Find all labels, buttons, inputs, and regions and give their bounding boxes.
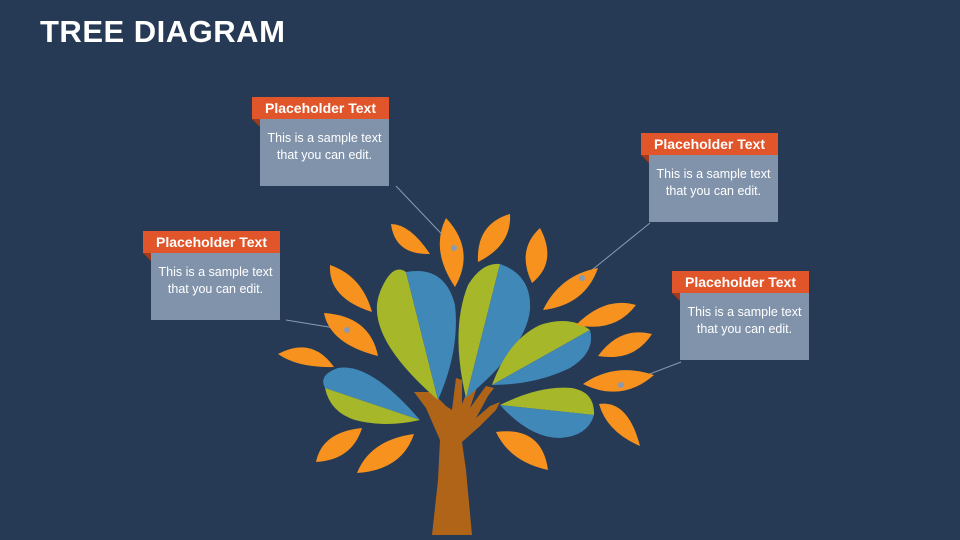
callout-fold bbox=[672, 293, 680, 301]
leaf-small-10 bbox=[496, 431, 548, 470]
callout-fold bbox=[143, 253, 151, 261]
leaf-large-mid-green bbox=[458, 263, 500, 398]
callout-text-line: This is a sample text bbox=[687, 305, 802, 319]
callout-text-line: This is a sample text bbox=[158, 265, 273, 279]
small-leaves bbox=[278, 214, 654, 473]
callout-body: This is a sample text that you can edit. bbox=[649, 155, 778, 222]
leaf-small-7 bbox=[598, 332, 652, 358]
callout-top-right[interactable]: Placeholder Text This is a sample text t… bbox=[641, 133, 778, 222]
leaf-large-right-green bbox=[492, 321, 590, 385]
callout-right[interactable]: Placeholder Text This is a sample text t… bbox=[672, 271, 809, 360]
callout-fold bbox=[641, 155, 649, 163]
callout-text-line: that you can edit. bbox=[167, 282, 264, 296]
callout-heading: Placeholder Text bbox=[672, 271, 809, 293]
callout-body: This is a sample text that you can edit. bbox=[680, 293, 809, 360]
callout-heading: Placeholder Text bbox=[641, 133, 778, 155]
leaf-small-9 bbox=[599, 403, 640, 446]
callout-text-line: This is a sample text bbox=[267, 131, 382, 145]
leaf-small-15 bbox=[357, 434, 414, 473]
callout-text-line: This is a sample text bbox=[656, 167, 771, 181]
leaf-large-lowleft-blue bbox=[323, 367, 420, 420]
leaf-small-1 bbox=[391, 224, 430, 255]
callout-text-line: that you can edit. bbox=[665, 184, 762, 198]
leaf-small-14 bbox=[316, 428, 362, 462]
callout-heading: Placeholder Text bbox=[143, 231, 280, 253]
leaf-small-12 bbox=[324, 313, 378, 356]
large-leaves bbox=[323, 263, 595, 438]
leaf-small-3 bbox=[477, 214, 511, 262]
callout-body: This is a sample text that you can edit. bbox=[260, 119, 389, 186]
tree-trunk bbox=[414, 378, 500, 535]
leaf-small-6 bbox=[576, 302, 636, 327]
callout-text-line: that you can edit. bbox=[696, 322, 793, 336]
callout-top-center[interactable]: Placeholder Text This is a sample text t… bbox=[252, 97, 389, 186]
leaf-small-8 bbox=[583, 370, 654, 392]
leaf-large-lowright-blue bbox=[500, 405, 594, 438]
leaf-large-right-blue bbox=[492, 330, 592, 385]
leaf-large-lowright-green bbox=[500, 387, 595, 415]
leaf-large-lowleft-green bbox=[325, 388, 420, 424]
leaf-small-2 bbox=[439, 218, 464, 287]
callout-left[interactable]: Placeholder Text This is a sample text t… bbox=[143, 231, 280, 320]
page-title: TREE DIAGRAM bbox=[40, 14, 286, 49]
callout-body: This is a sample text that you can edit. bbox=[151, 253, 280, 320]
callout-fold bbox=[252, 119, 260, 127]
leaf-small-13 bbox=[278, 347, 334, 368]
leaf-large-mid-blue bbox=[466, 264, 531, 398]
callout-heading: Placeholder Text bbox=[252, 97, 389, 119]
leaf-small-5 bbox=[543, 268, 598, 310]
leaf-small-11 bbox=[329, 265, 372, 312]
callout-text-line: that you can edit. bbox=[276, 148, 373, 162]
leaf-large-left-green bbox=[376, 269, 438, 400]
leaf-small-4 bbox=[525, 228, 548, 283]
connector-dots bbox=[344, 245, 624, 388]
leaf-large-left-blue bbox=[406, 270, 456, 400]
